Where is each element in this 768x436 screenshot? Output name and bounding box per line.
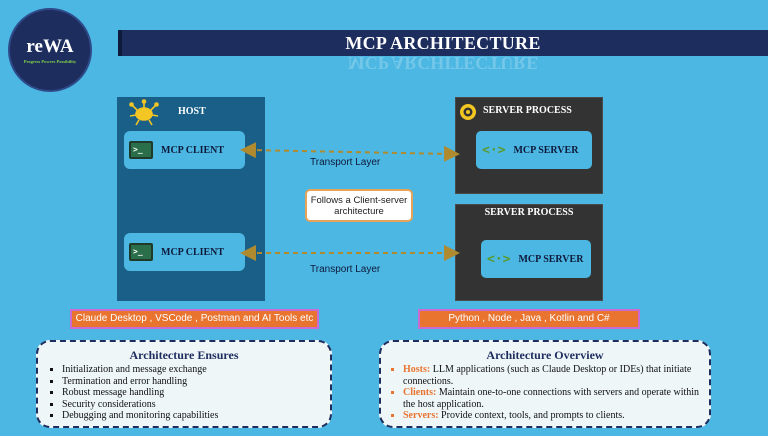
overview-text: Provide context, tools, and prompts to c…: [441, 410, 625, 422]
mcp-client-2-label: MCP CLIENT: [161, 246, 225, 258]
mcp-server-2: <·> MCP SERVER: [481, 240, 591, 278]
mcp-client-1: >_ MCP CLIENT: [124, 131, 245, 169]
list-item: Hosts: LLM applications (such as Claude …: [403, 364, 701, 387]
host-label: HOST: [178, 106, 206, 117]
architecture-ensures-panel: Architecture Ensures Initialization and …: [36, 340, 332, 428]
terminal-icon: >_: [129, 243, 153, 261]
overview-text: LLM applications (such as Claude Desktop…: [403, 364, 692, 387]
mcp-client-1-label: MCP CLIENT: [161, 144, 225, 156]
host-brain-icon: [129, 99, 159, 126]
transport-label-2: Transport Layer: [310, 264, 381, 275]
overview-title: Architecture Overview: [486, 348, 604, 362]
ensures-list: Initialization and message exchange Term…: [48, 364, 320, 422]
overview-term: Clients:: [403, 387, 437, 399]
languages-bar: Python , Node , Java , Kotlin and C#: [418, 309, 640, 329]
title-bar: [118, 30, 768, 56]
list-item: Debugging and monitoring capabilities: [62, 410, 320, 422]
server-gear-icon: [460, 104, 476, 120]
page-title: MCP ARCHITECTURE: [345, 33, 541, 53]
architecture-overview-panel: Architecture Overview Hosts: LLM applica…: [379, 340, 711, 428]
list-item: Clients: Maintain one-to-one connections…: [403, 387, 701, 410]
host-apps-bar: Claude Desktop , VSCode , Postman and AI…: [70, 309, 319, 329]
mcp-server-1: <·> MCP SERVER: [476, 131, 592, 169]
list-item: Termination and error handling: [62, 376, 320, 388]
list-item: Robust message handling: [62, 387, 320, 399]
architecture-note: Follows a Client-server architecture: [305, 189, 413, 222]
list-item: Security considerations: [62, 399, 320, 411]
list-item: Servers: Provide context, tools, and pro…: [403, 410, 701, 422]
logo: reWA Progress Powers Possibility: [8, 8, 92, 92]
logo-tagline: Progress Powers Possibility: [23, 58, 77, 64]
list-item: Initialization and message exchange: [62, 364, 320, 376]
terminal-icon: >_: [129, 141, 153, 159]
overview-term: Servers:: [403, 410, 439, 422]
logo-name: reWA: [26, 35, 74, 57]
mcp-client-2: >_ MCP CLIENT: [124, 233, 245, 271]
ensures-title: Architecture Ensures: [129, 348, 239, 362]
server-process-1-label: SERVER PROCESS: [483, 105, 572, 116]
transport-label-1: Transport Layer: [310, 157, 381, 168]
code-icon: <·>: [482, 142, 506, 158]
overview-text: Maintain one-to-one connections with ser…: [403, 387, 700, 410]
server-process-2-label: SERVER PROCESS: [484, 207, 574, 218]
transport-arrow-1: [240, 142, 460, 162]
overview-list: Hosts: LLM applications (such as Claude …: [389, 364, 701, 422]
code-icon: <·>: [487, 251, 511, 267]
overview-term: Hosts:: [403, 364, 431, 375]
mcp-server-1-label: MCP SERVER: [513, 144, 579, 156]
mcp-server-2-label: MCP SERVER: [518, 253, 584, 265]
